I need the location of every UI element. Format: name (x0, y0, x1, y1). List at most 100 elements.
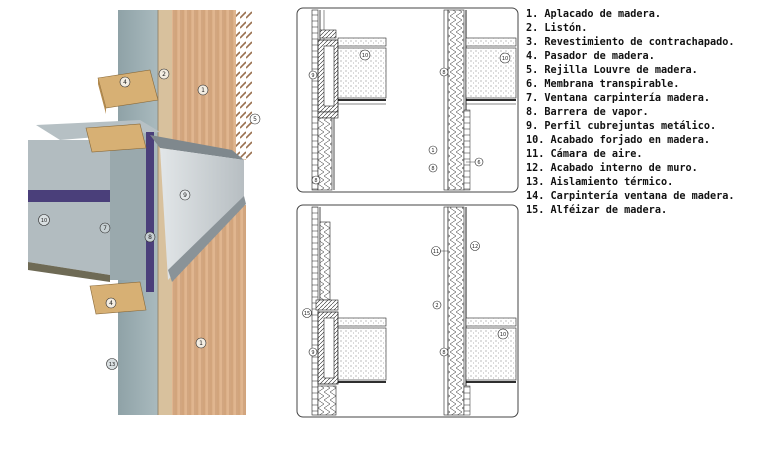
wood-peg-lower (89, 281, 147, 315)
svg-text:9: 9 (183, 192, 187, 199)
slab-membrane-band (28, 190, 110, 202)
sec-callout-tl-9: 9 (308, 70, 318, 80)
metal-profile-top (150, 135, 244, 160)
sec-callout-bl-9: 9 (308, 347, 318, 357)
wood-peg-mid (85, 123, 147, 153)
legend-number: 12. (526, 163, 545, 174)
svg-text:11: 11 (433, 249, 439, 255)
legend-number: 3. (526, 37, 539, 48)
sec-callout-br-12: 12 (470, 241, 480, 251)
svg-text:8: 8 (442, 70, 445, 76)
sec-callout-br-2: 2 (432, 300, 442, 310)
legend-text: Acabado forjado en madera. (550, 135, 711, 146)
svg-text:1: 1 (431, 148, 434, 154)
legend-item: 14. Carpintería ventana de madera. (526, 190, 766, 204)
sec-callout-tr-6: 6 (466, 157, 484, 167)
sec-callout-br-8: 8 (439, 347, 449, 357)
sec-callout-tr-1: 1 (428, 145, 438, 155)
legend-number: 7. (526, 93, 539, 104)
sec-callout-br-10: 10 (497, 328, 509, 340)
legend-number: 6. (526, 79, 539, 90)
legend-text: Aplacado de madera. (544, 9, 661, 20)
svg-text:15: 15 (304, 311, 310, 317)
vapor-barrier-strip (146, 132, 154, 292)
iso-callout-8: 8 (144, 231, 156, 243)
louvre-strip (236, 10, 252, 160)
legend-item: 11. Cámara de aire. (526, 148, 766, 162)
floor-slab-front (28, 140, 110, 275)
legend-text: Acabado interno de muro. (550, 163, 698, 174)
svg-text:5: 5 (253, 116, 257, 123)
iso-callout-7: 7 (99, 222, 111, 234)
svg-text:13: 13 (109, 362, 115, 368)
legend-number: 9. (526, 121, 539, 132)
legend-item: 2. Listón. (526, 22, 766, 36)
svg-text:12: 12 (472, 244, 478, 250)
svg-text:4: 4 (123, 79, 127, 86)
legend-number: 2. (526, 23, 539, 34)
sec-callout-tl-8: 8 (311, 175, 321, 185)
svg-text:10: 10 (41, 218, 47, 224)
legend-text: Rejilla Louvre de madera. (544, 65, 698, 76)
iso-callout-1b: 1 (195, 337, 207, 349)
iso-callout-2: 2 (158, 68, 170, 80)
isometric-detail: 1 1 2 4 4 5 7 8 9 10 13 (28, 10, 261, 415)
legend-text: Alféizar de madera. (550, 205, 668, 216)
svg-text:10: 10 (502, 56, 508, 62)
wood-peg-upper-front (98, 78, 106, 114)
legend-item: 10. Acabado forjado en madera. (526, 134, 766, 148)
sec-callout-tr-8: 8 (439, 67, 449, 77)
legend-item: 7. Ventana carpintería madera. (526, 92, 766, 106)
sec-callout-tr-10: 10 (499, 52, 511, 64)
svg-text:8: 8 (431, 166, 434, 172)
legend-number: 8. (526, 107, 539, 118)
section-top-left (311, 9, 387, 191)
legend-text: Listón. (544, 23, 588, 34)
legend-item: 8. Barrera de vapor. (526, 106, 766, 120)
legend-item: 6. Membrana transpirable. (526, 78, 766, 92)
svg-text:9: 9 (311, 73, 314, 79)
column-front (110, 140, 146, 280)
legend-number: 10. (526, 135, 545, 146)
svg-text:8: 8 (148, 234, 152, 241)
legend-list: 1. Aplacado de madera.2. Listón.3. Reves… (526, 8, 766, 218)
svg-text:7: 7 (103, 225, 107, 232)
svg-text:2: 2 (435, 303, 438, 309)
svg-text:8: 8 (314, 178, 317, 184)
wood-cladding-upper (172, 10, 246, 160)
legend-item: 5. Rejilla Louvre de madera. (526, 64, 766, 78)
metal-profile-face (160, 148, 244, 280)
svg-text:1: 1 (201, 87, 205, 94)
svg-text:2: 2 (162, 71, 166, 78)
sec-callout-tl-10: 10 (359, 49, 371, 61)
legend-text: Cámara de aire. (550, 149, 643, 160)
svg-text:9: 9 (311, 350, 314, 356)
metal-profile-lip (168, 196, 246, 282)
iso-callout-4b: 4 (105, 297, 117, 309)
svg-text:10: 10 (500, 332, 506, 338)
legend-number: 5. (526, 65, 539, 76)
legend-number: 14. (526, 191, 545, 202)
svg-text:10: 10 (362, 53, 368, 59)
legend-text: Pasador de madera. (544, 51, 655, 62)
legend-item: 13. Aislamiento térmico. (526, 176, 766, 190)
svg-text:4: 4 (109, 300, 113, 307)
legend-number: 13. (526, 177, 545, 188)
legend-number: 11. (526, 149, 545, 160)
legend-number: 1. (526, 9, 539, 20)
legend-number: 15. (526, 205, 545, 216)
iso-callout-4a: 4 (119, 76, 131, 88)
legend-number: 4. (526, 51, 539, 62)
section-drawings: 9 10 8 8 10 1 6 8 15 9 11 (296, 7, 519, 418)
sec-callout-br-11: 11 (431, 246, 448, 256)
iso-callout-10: 10 (38, 214, 50, 226)
sec-callout-tr-8b: 8 (428, 163, 438, 173)
iso-callout-13: 13 (106, 358, 118, 370)
legend-text: Ventana carpintería madera. (544, 93, 711, 104)
iso-callout-1a: 1 (197, 84, 209, 96)
section-bottom-right (443, 206, 517, 416)
section-bottom-left (311, 206, 387, 416)
svg-text:8: 8 (442, 350, 445, 356)
iso-callout-9: 9 (179, 189, 191, 201)
legend-item: 3. Revestimiento de contrachapado. (526, 36, 766, 50)
